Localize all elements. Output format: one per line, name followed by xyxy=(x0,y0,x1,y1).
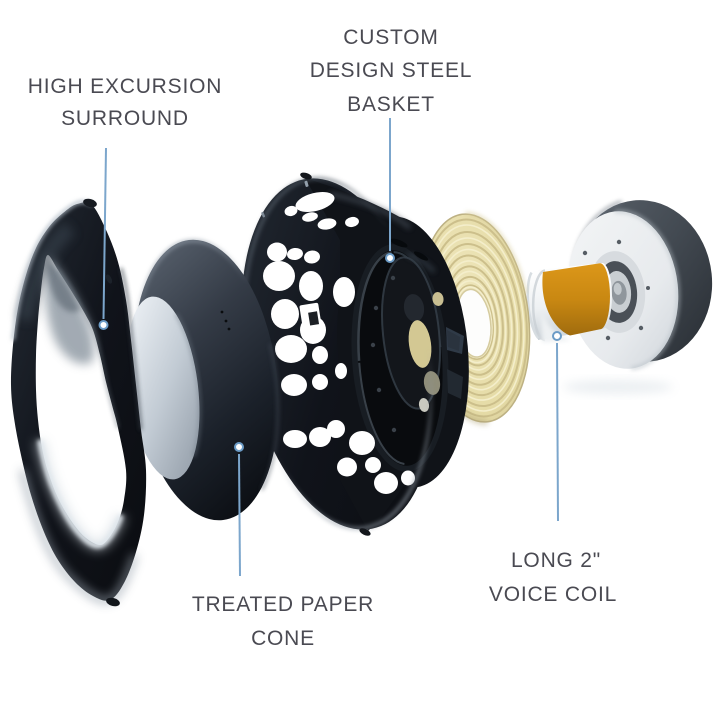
svg-text:CONE: CONE xyxy=(251,627,315,650)
svg-text:DESIGN STEEL: DESIGN STEEL xyxy=(310,59,472,82)
svg-text:LONG 2": LONG 2" xyxy=(511,549,601,572)
svg-text:HIGH EXCURSION: HIGH EXCURSION xyxy=(28,75,222,98)
svg-text:TREATED PAPER: TREATED PAPER xyxy=(192,593,374,616)
svg-text:CUSTOM: CUSTOM xyxy=(343,26,438,49)
svg-text:VOICE COIL: VOICE COIL xyxy=(489,583,617,606)
svg-text:SURROUND: SURROUND xyxy=(61,107,189,130)
svg-text:BASKET: BASKET xyxy=(347,93,435,116)
